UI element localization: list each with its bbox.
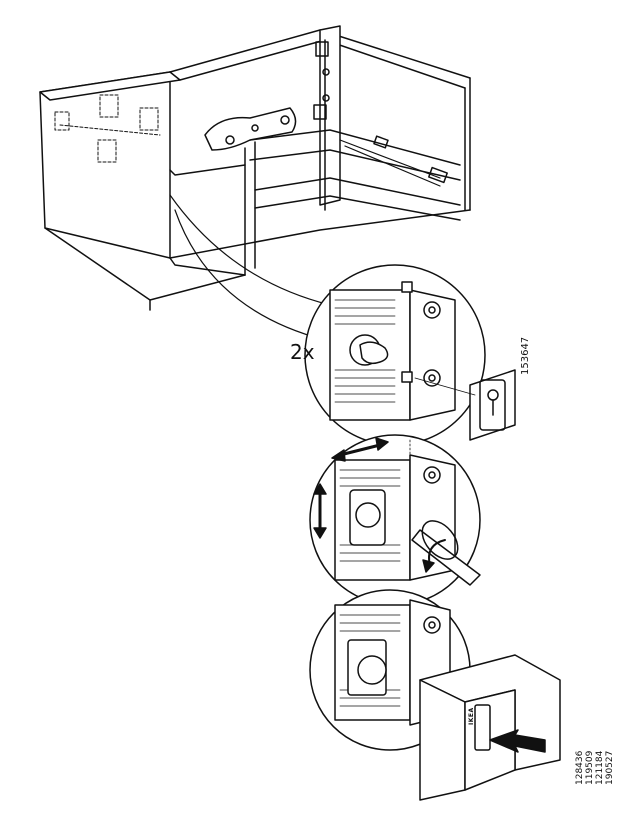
- ikea-logo: IKEA: [468, 707, 475, 725]
- drawer-cabinet: [39, 25, 471, 311]
- doc-code: 128436: [575, 750, 585, 785]
- document-codes: 128436 119509 121184 190527: [575, 751, 615, 785]
- doc-code: 121184: [595, 750, 605, 785]
- part-number: 153647: [520, 336, 531, 375]
- detail-circle-adjust: [309, 434, 481, 606]
- zoom-leader-lines: [169, 194, 331, 341]
- detail-circle-cover: [309, 589, 561, 801]
- doc-code: 119509: [585, 750, 595, 785]
- quantity-label: 2x: [290, 340, 315, 364]
- detail-circle-attach: [304, 264, 516, 446]
- doc-code: 190527: [605, 750, 615, 785]
